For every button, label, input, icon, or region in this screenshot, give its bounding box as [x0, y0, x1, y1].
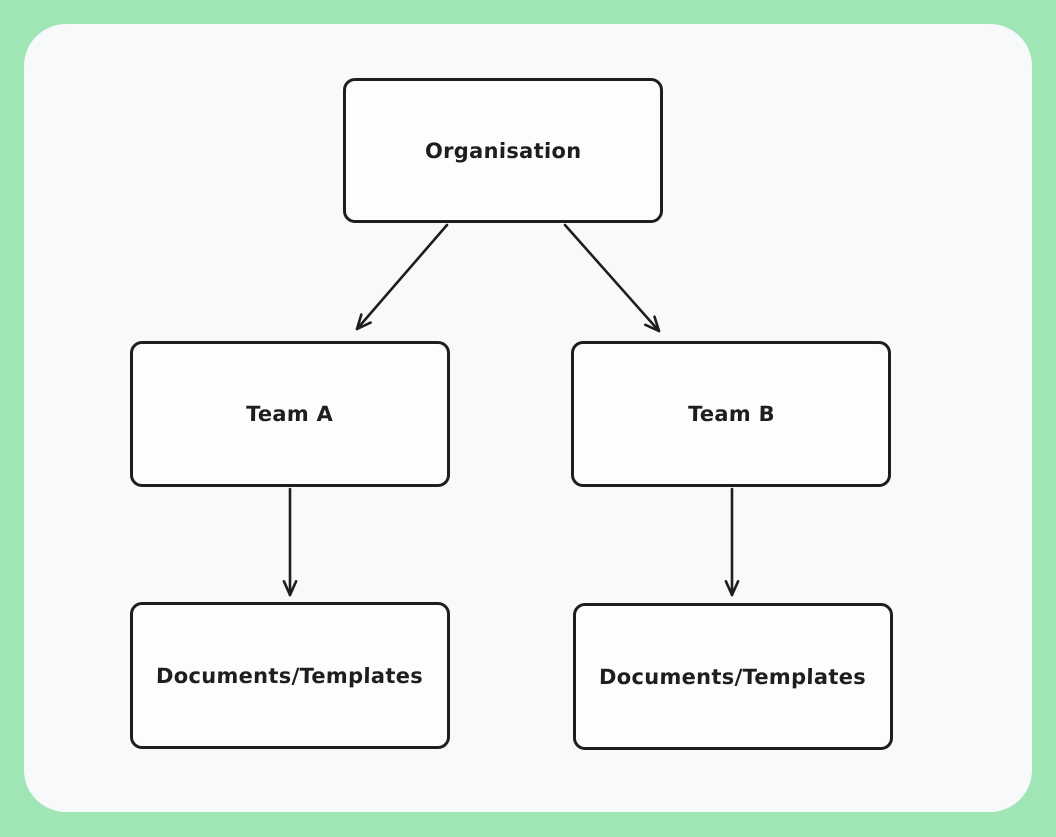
- node-label: Team B: [687, 402, 775, 426]
- diagram-node-team-b[interactable]: Team B: [571, 341, 891, 487]
- node-label: Documents/Templates: [156, 663, 424, 688]
- node-label: Documents/Templates: [599, 664, 867, 689]
- diagram-node-documents-b[interactable]: Documents/Templates: [573, 603, 893, 750]
- diagram-node-team-a[interactable]: Team A: [130, 341, 450, 487]
- diagram-node-documents-a[interactable]: Documents/Templates: [130, 602, 450, 749]
- diagram-node-organisation[interactable]: Organisation: [343, 78, 663, 223]
- node-label: Team A: [246, 402, 334, 426]
- node-label: Organisation: [424, 138, 582, 163]
